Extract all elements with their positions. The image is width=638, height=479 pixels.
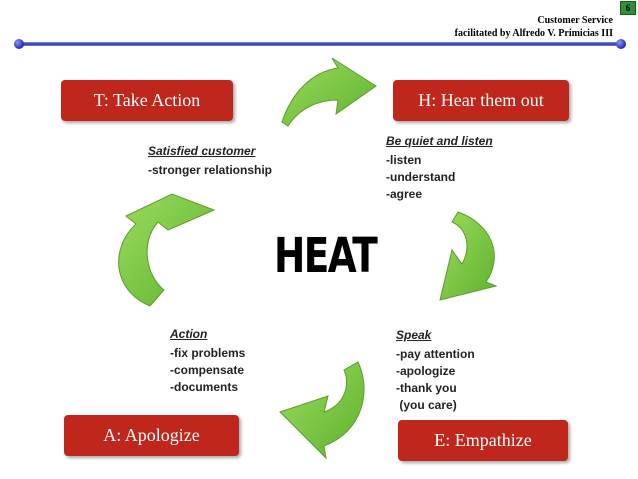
step-hear-item: -agree — [386, 187, 423, 201]
step-apologize-item: -compensate — [170, 363, 245, 377]
tag-hear-them-out: H: Hear them out — [393, 80, 569, 121]
step-empathize-item: -apologize — [396, 364, 456, 378]
step-take-action-item: -stronger relationship — [148, 163, 273, 177]
step-hear-heading: Be quiet and listen — [386, 134, 493, 148]
step-empathize-item: (you care) — [396, 398, 457, 412]
rule-dot-left — [14, 39, 24, 49]
step-apologize-item: -fix problems — [170, 346, 246, 360]
step-take-action-heading: Satisfied customer — [148, 144, 256, 158]
step-hear-item: -listen — [386, 153, 422, 167]
step-apologize-text: Action -fix problems -compensate -docume… — [170, 326, 245, 396]
arrow-left-icon — [118, 193, 216, 307]
header-rule — [14, 39, 626, 49]
slide-number: 6 — [620, 1, 636, 15]
arrow-top-icon — [281, 57, 377, 127]
step-empathize-item: -thank you — [396, 381, 457, 395]
tag-take-action: T: Take Action — [61, 80, 233, 121]
step-empathize-heading: Speak — [396, 328, 432, 342]
rule-dot-right — [616, 39, 626, 49]
tag-empathize: E: Empathize — [398, 420, 568, 461]
header-subtitle: facilitated by Alfredo V. Primicias III — [454, 28, 613, 39]
step-hear-item: -understand — [386, 170, 456, 184]
center-title: HEAT — [274, 228, 378, 284]
step-apologize-item: -documents — [170, 380, 239, 394]
arrow-right-icon — [439, 211, 498, 301]
step-empathize-item: -pay attention — [396, 347, 475, 361]
header-title: Customer Service — [537, 15, 613, 26]
step-take-action-text: Satisfied customer -stronger relationshi… — [148, 143, 272, 179]
step-hear-text: Be quiet and listen -listen -understand … — [386, 133, 493, 203]
arrow-bottom-icon — [279, 361, 365, 460]
step-apologize-heading: Action — [170, 327, 208, 341]
step-empathize-text: Speak -pay attention -apologize -thank y… — [396, 327, 475, 414]
tag-apologize: A: Apologize — [64, 415, 239, 456]
